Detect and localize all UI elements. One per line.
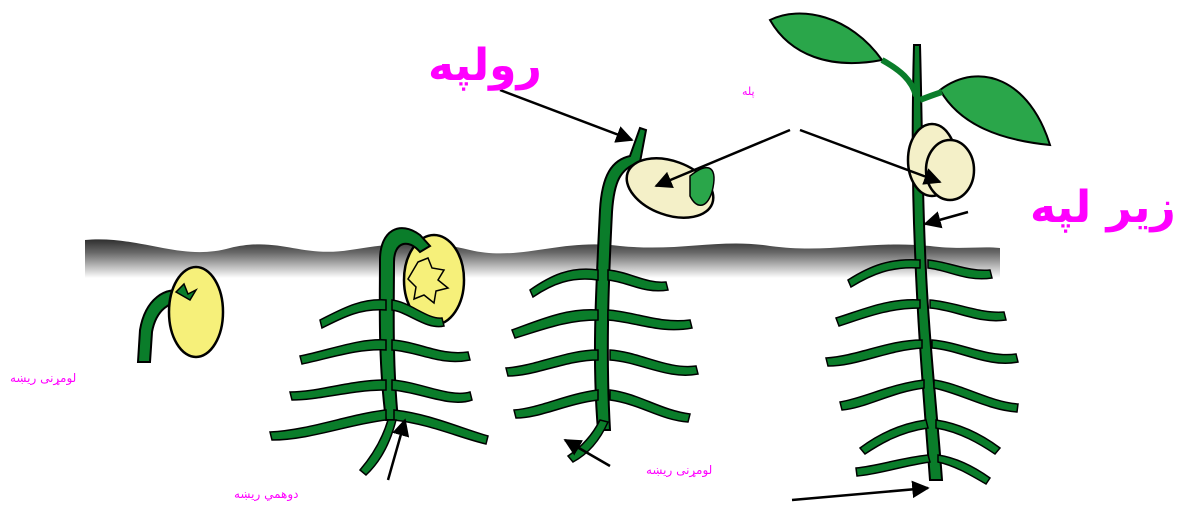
petiole-left (882, 60, 916, 96)
label-cotyledon: پله (742, 86, 755, 97)
label-plumule: رولپه (428, 44, 542, 88)
stage-1-seed (138, 267, 223, 362)
leaf-top-left (770, 13, 882, 63)
stage-3-seedling (506, 128, 722, 462)
label-hypocotyl: زیر لپه (1030, 186, 1176, 230)
label-primary-root-1: لومړنی ریښه (10, 372, 76, 384)
arrow-cotyledon-left (656, 130, 790, 186)
petiole-right (920, 92, 942, 100)
arrow-hypocotyl (925, 212, 968, 224)
seed-1 (169, 267, 223, 357)
arrow-plumule (500, 90, 632, 140)
arrow-primary-root-4 (792, 488, 928, 500)
label-primary-root-2: لومړنی ریښه (646, 464, 712, 476)
leaf-right (940, 76, 1050, 145)
cotyledon-4b (926, 140, 974, 200)
label-secondary-root: دوهمي ریښه (234, 488, 299, 500)
